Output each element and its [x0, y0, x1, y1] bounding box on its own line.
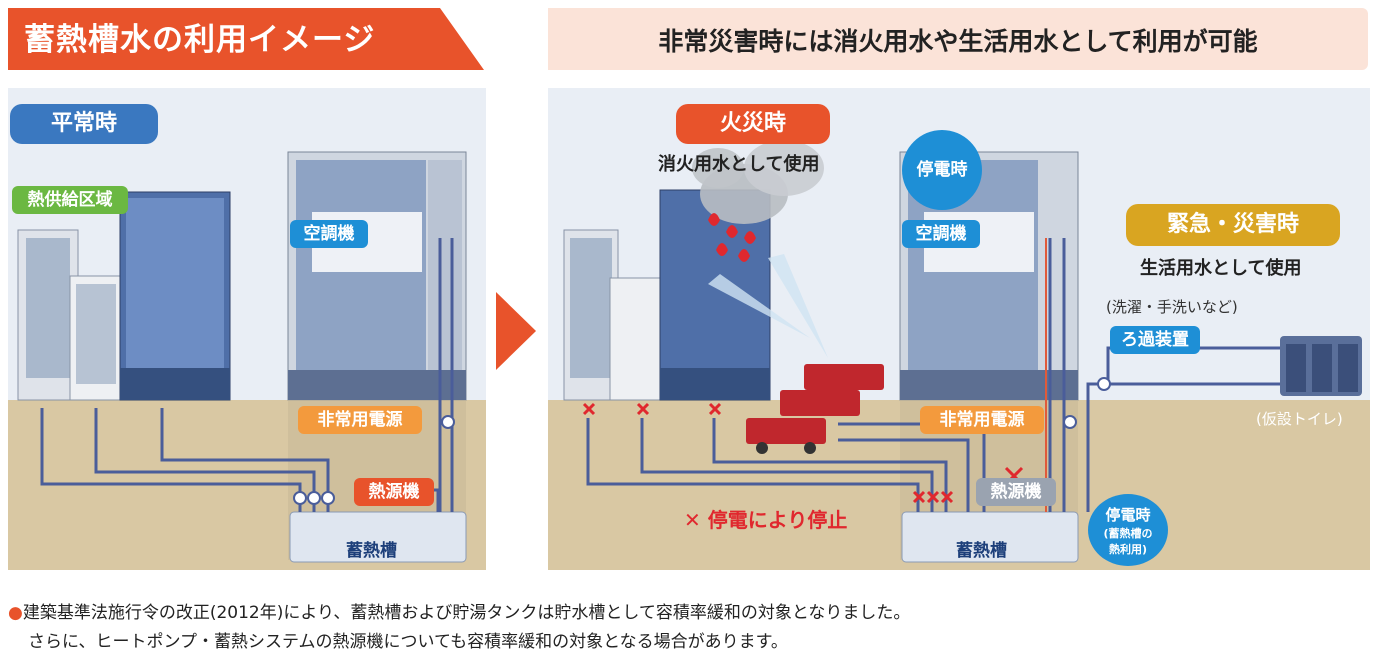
note-line-1: ●建築基準法施行令の改正(2012年)により、蓄熱槽および貯湯タンクは貯水槽とし… [8, 598, 910, 623]
note-line-2: さらに、ヒートポンプ・蓄熱システムの熱源機についても容積率緩和の対象となる場合が… [28, 632, 788, 652]
district-buildings [17, 191, 231, 401]
aircon-label-left: 空調機 [290, 220, 368, 248]
transition-arrow [496, 292, 536, 370]
stop-note: ✕ 停電により停止 [684, 504, 847, 533]
aircon-label-right: 空調機 [902, 220, 980, 248]
stop-note-text: 停電により停止 [707, 508, 848, 532]
outage-heat-title: 停電時 [1105, 506, 1151, 524]
emergency-power-label-right: 非常用電源 [920, 406, 1044, 434]
storage-tank-label-left: 蓄熱槽 [346, 541, 397, 561]
fire-badge: 火災時 [676, 104, 830, 144]
main-building [287, 151, 467, 401]
bullet-icon: ● [8, 603, 23, 623]
normal-time-badge: 平常時 [10, 104, 158, 144]
title-banner [8, 8, 484, 70]
district-label: 熱供給区域 [12, 186, 128, 214]
emergency-power-label-left: 非常用電源 [298, 406, 422, 434]
outage-heat-line2: 熱利用) [1108, 543, 1148, 556]
emergency-caption: 生活用水として使用 [1140, 258, 1302, 279]
temporary-toilets [1280, 336, 1362, 396]
normal-time-panel: 平常時 熱供給区域 空調機 非常用電源 熱源機 蓄熱槽 [8, 88, 486, 570]
heat-source-label-left: 熱源機 [354, 478, 434, 506]
filter-device-label: ろ過装置 [1110, 326, 1200, 354]
stop-cross-icons [582, 402, 1024, 504]
fire-icon [708, 213, 756, 262]
outage-heat-line1: (蓄熱槽の [1103, 527, 1153, 540]
outage-bubble: 停電時 [902, 130, 982, 210]
note-line-1-text: 建築基準法施行令の改正(2012年)により、蓄熱槽および貯湯タンクは貯水槽として… [22, 603, 911, 623]
emergency-badge: 緊急・災害時 [1126, 204, 1340, 246]
page-subtitle: 非常災害時には消火用水や生活用水として利用が可能 [658, 27, 1258, 56]
cross-icon: ✕ [684, 508, 701, 532]
temporary-toilet-label: (仮設トイレ) [1256, 410, 1343, 428]
fire-caption: 消火用水として使用 [658, 154, 820, 175]
heat-source-label-right: 熱源機 [976, 478, 1056, 506]
storage-tank-label-right: 蓄熱槽 [956, 541, 1007, 561]
fire-trucks [746, 364, 884, 454]
disaster-panel: 火災時 消火用水として使用 停電時 空調機 緊急・災害時 生活用水として使用 (… [548, 88, 1370, 570]
notes: ●建築基準法施行令の改正(2012年)により、蓄熱槽および貯湯タンクは貯水槽とし… [8, 598, 910, 652]
outage-heat-bubble: 停電時 (蓄熱槽の 熱利用) [1088, 494, 1168, 566]
page-title: 蓄熱槽水の利用イメージ [24, 22, 376, 58]
subtitle-banner [548, 8, 1368, 70]
laundry-note: (洗濯・手洗いなど) [1106, 298, 1238, 316]
